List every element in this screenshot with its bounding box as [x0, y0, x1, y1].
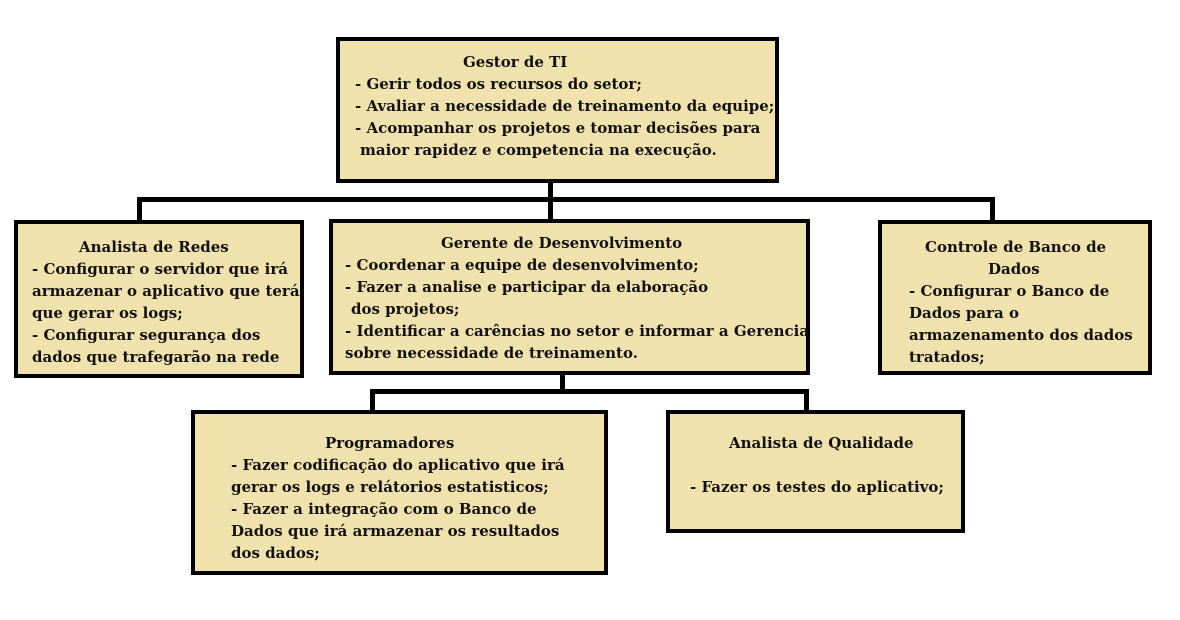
node-line: - Avaliar a necessidade de treinamento d…	[355, 97, 775, 115]
node-line: - Fazer os testes do aplicativo;	[690, 478, 944, 496]
connector-bottom-horizontal	[370, 389, 809, 394]
node-analista-de-redes: Analista de Redes - Configurar o servido…	[14, 220, 304, 378]
node-line: - Gerir todos os recursos do setor;	[355, 75, 642, 93]
node-line: dos dados;	[231, 544, 320, 562]
connector-to-qualidade	[804, 389, 809, 413]
node-title: Programadores	[325, 434, 455, 452]
node-title: Analista de Redes	[79, 238, 229, 256]
node-line: dados que trafegarão na rede	[32, 348, 280, 366]
node-line: - Coordenar a equipe de desenvolvimento;	[345, 256, 699, 274]
node-title: Dados	[988, 260, 1040, 278]
node-line: - Fazer a analise e participar da elabor…	[345, 278, 709, 296]
connector-to-programadores	[370, 389, 375, 413]
node-title: Gestor de TI	[463, 53, 568, 71]
node-gerente-de-desenvolvimento: Gerente de Desenvolvimento - Coordenar a…	[329, 219, 810, 375]
node-programadores: Programadores - Fazer codificação do apl…	[191, 410, 608, 575]
connector-top-horizontal	[137, 197, 995, 202]
node-line: maior rapidez e competencia na execução.	[360, 141, 717, 159]
node-gestor-de-ti: Gestor de TI - Gerir todos os recursos d…	[336, 37, 779, 183]
connector-to-gerente	[548, 197, 553, 222]
connector-gestor-down	[548, 180, 553, 200]
node-line: armazenar o aplicativo que terá	[32, 282, 300, 300]
node-line: Dados para o	[909, 304, 1019, 322]
node-line: - Identificar a carências no setor e inf…	[345, 322, 810, 340]
node-line: - Fazer a integração com o Banco de	[231, 500, 537, 518]
node-line: - Acompanhar os projetos e tomar decisõe…	[355, 119, 761, 137]
node-line: gerar os logs e relátorios estatisticos;	[231, 478, 549, 496]
node-line: que gerar os logs;	[32, 304, 183, 322]
node-line: - Configurar segurança dos	[32, 326, 261, 344]
node-line: armazenamento dos dados	[909, 326, 1133, 344]
node-line: - Configurar o servidor que irá	[32, 260, 288, 278]
connector-to-redes	[137, 197, 142, 222]
node-line: - Configurar o Banco de	[909, 282, 1110, 300]
connector-to-banco	[990, 197, 995, 223]
node-line: dos projetos;	[351, 300, 460, 318]
node-line: - Fazer codificação do aplicativo que ir…	[231, 456, 565, 474]
node-controle-de-banco-de-dados: Controle de Banco de Dados - Configurar …	[878, 220, 1152, 375]
node-title: Gerente de Desenvolvimento	[441, 234, 683, 252]
node-title: Analista de Qualidade	[729, 434, 914, 452]
node-line: Dados que irá armazenar os resultados	[231, 522, 560, 540]
connector-gerente-down	[560, 372, 565, 392]
node-title: Controle de Banco de	[925, 238, 1107, 256]
node-analista-de-qualidade: Analista de Qualidade - Fazer os testes …	[666, 410, 965, 533]
node-line: tratados;	[909, 348, 985, 366]
node-line: sobre necessidade de treinamento.	[345, 344, 638, 362]
